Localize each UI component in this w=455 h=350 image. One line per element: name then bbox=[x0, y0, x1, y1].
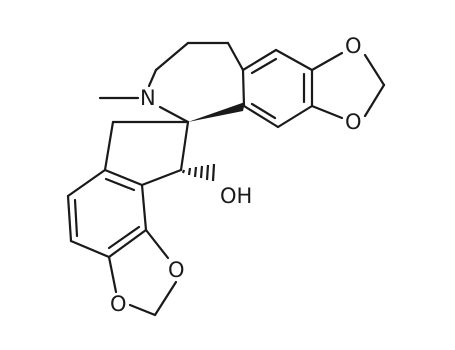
bond-spiro-choh bbox=[179, 120, 190, 172]
bond-ring1-o-lower bbox=[310, 104, 344, 120]
bond-ch2-ring2 bbox=[103, 120, 115, 172]
atom-oxygen-bottom-right: O bbox=[168, 258, 185, 282]
bond-o-lower-ch2 bbox=[363, 83, 386, 118]
bond-ring2-e bbox=[66, 194, 73, 243]
bond-ring2-f bbox=[66, 168, 107, 198]
bond-hashed-hydroxyl bbox=[181, 163, 216, 182]
bond-ring2-c bbox=[107, 228, 148, 259]
bond-ring1-e bbox=[242, 104, 280, 129]
bond-n-ring-down bbox=[147, 68, 158, 88]
bond-ring2-b bbox=[140, 183, 148, 232]
bond-ring2-double-3 bbox=[73, 198, 79, 238]
atom-oxygen-top-lower: O bbox=[345, 110, 362, 134]
bond-ring1-a bbox=[241, 48, 278, 72]
bond-o-upper-ch2 bbox=[363, 53, 386, 87]
bond-ch2-aromatic bbox=[226, 41, 245, 72]
atom-oxygen-top-upper: O bbox=[345, 34, 362, 58]
bond-o-right-ch2 bbox=[153, 280, 178, 317]
bond-ring1-d bbox=[276, 104, 314, 129]
atom-oxygen-bottom-left: O bbox=[110, 292, 127, 316]
atom-hydroxyl: OH bbox=[220, 184, 252, 208]
bond-choh-ring2 bbox=[140, 168, 183, 187]
bond-ch2-to-n-ring bbox=[154, 41, 190, 72]
bond-ring1-double-1 bbox=[250, 57, 278, 75]
bond-ring1-b bbox=[274, 48, 314, 72]
bond-n-spiro bbox=[158, 105, 190, 124]
bond-ring1-o-upper bbox=[310, 51, 344, 72]
bond-o-left-ch2 bbox=[128, 303, 157, 317]
bond-ring1-double-3 bbox=[250, 102, 277, 120]
bond-ring1-f bbox=[241, 68, 246, 108]
bond-ring2-o-right bbox=[144, 228, 170, 260]
bond-ring2-o-left bbox=[107, 255, 118, 294]
bond-ring2-double-2 bbox=[107, 225, 141, 250]
bond-ring2-a bbox=[103, 168, 144, 187]
atom-nitrogen: N bbox=[140, 86, 156, 110]
bond-ring2-double-1 bbox=[104, 177, 136, 192]
bond-wedge-spiro-aromatic bbox=[188, 102, 245, 122]
bond-ring2-d bbox=[69, 239, 111, 259]
